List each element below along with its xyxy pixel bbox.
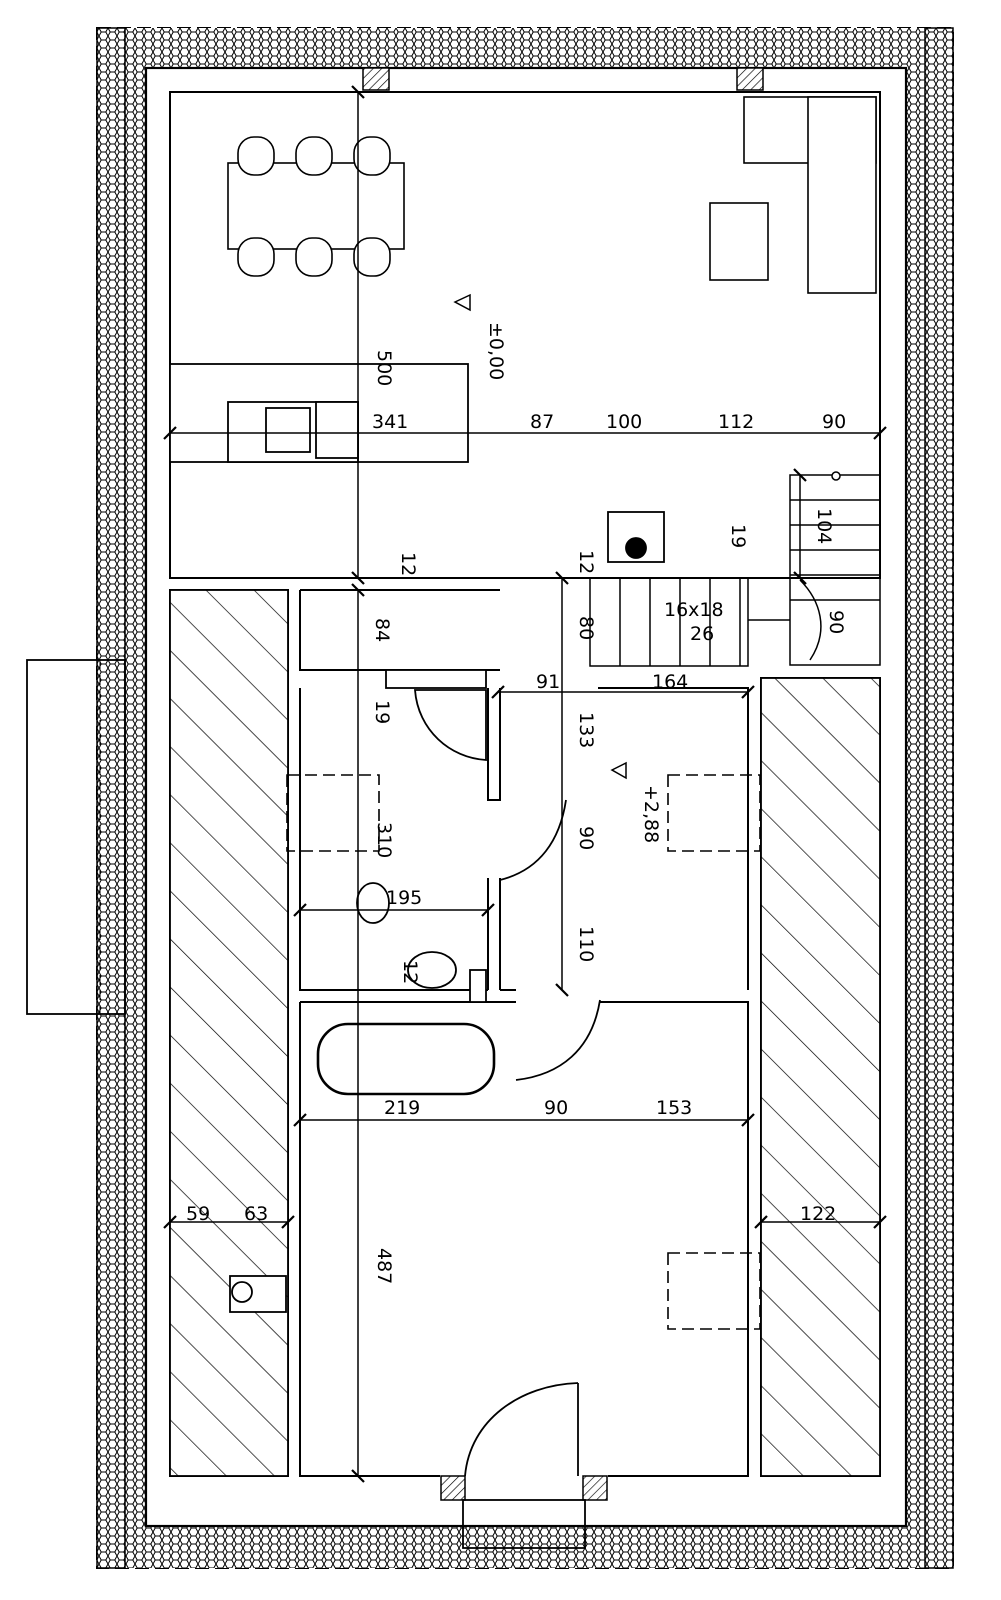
dim-310: 310 — [373, 822, 395, 858]
dim-90-mid: 90 — [575, 826, 597, 850]
dim-219: 219 — [384, 1097, 420, 1119]
upper-bathroom-fixtures — [229, 511, 665, 1313]
kitchen — [169, 363, 469, 463]
dim-90-bottom: 90 — [544, 1097, 568, 1119]
external-stair — [26, 659, 126, 1015]
dimension-labels: ±0,00 +2,88 500 341 87 100 112 90 104 19… — [186, 322, 847, 1284]
dim-104: 104 — [813, 508, 835, 544]
columns — [362, 67, 764, 1501]
dining-set — [227, 136, 405, 277]
dim-19-stair: 19 — [727, 524, 749, 548]
dim-100: 100 — [606, 411, 642, 433]
dim-195: 195 — [386, 887, 422, 909]
dim-164: 164 — [652, 671, 688, 693]
staircase — [589, 471, 881, 667]
dim-12-stair: 12 — [575, 550, 597, 574]
dim-91: 91 — [536, 671, 560, 693]
stair-tread: 26 — [690, 623, 714, 645]
dimension-lines — [163, 85, 887, 1483]
dim-80: 80 — [575, 616, 597, 640]
roof-slope-zones — [169, 589, 881, 1477]
dim-90-stair: 90 — [825, 610, 847, 634]
doors — [462, 799, 601, 1549]
dim-487: 487 — [373, 1248, 395, 1284]
level-markers — [453, 293, 627, 780]
dim-112: 112 — [718, 411, 754, 433]
dim-59: 59 — [186, 1203, 210, 1225]
dim-19-bath: 19 — [371, 700, 393, 724]
dim-84: 84 — [371, 618, 393, 642]
dim-153: 153 — [656, 1097, 692, 1119]
level-upper-label: +2,88 — [640, 785, 662, 843]
sofa — [709, 96, 877, 294]
dim-122: 122 — [800, 1203, 836, 1225]
level-ground-label: ±0,00 — [485, 322, 507, 380]
stair-steps: 16x18 — [664, 599, 724, 621]
dim-500: 500 — [373, 350, 395, 386]
dim-90-top: 90 — [822, 411, 846, 433]
dim-110: 110 — [575, 926, 597, 962]
dim-133: 133 — [575, 712, 597, 748]
dim-341: 341 — [372, 411, 408, 433]
skylights — [286, 774, 761, 1330]
dim-63: 63 — [244, 1203, 268, 1225]
dim-87: 87 — [530, 411, 554, 433]
dim-12-left: 12 — [397, 552, 419, 576]
dim-12-wc: 12 — [399, 960, 421, 984]
